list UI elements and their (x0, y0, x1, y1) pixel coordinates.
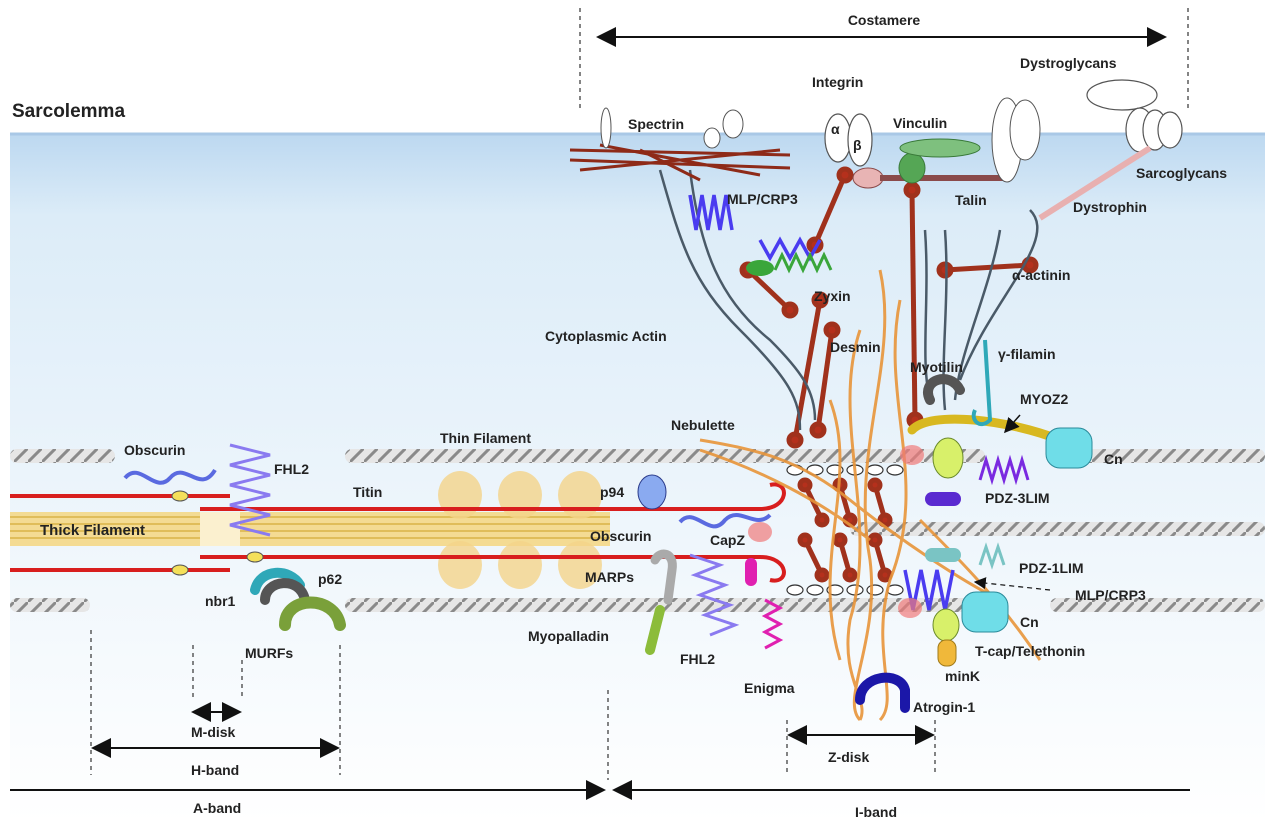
label-h-band: H-band (191, 762, 239, 778)
label-integrin: Integrin (812, 74, 863, 90)
label-fhl2-left: FHL2 (274, 461, 309, 477)
label-thick-filament: Thick Filament (40, 522, 145, 539)
pdz-green-blob (933, 438, 963, 478)
label-cn-bottom: Cn (1020, 614, 1039, 630)
label-mlp-crp3-bottom: MLP/CRP3 (1075, 587, 1146, 603)
label-alpha: α (831, 121, 840, 137)
label-myoz2: MYOZ2 (1020, 391, 1068, 407)
label-mlp-crp3-top: MLP/CRP3 (727, 191, 798, 207)
label-dystrophin: Dystrophin (1073, 199, 1147, 215)
label-titin: Titin (353, 484, 382, 500)
mink-blob (938, 640, 956, 666)
label-sarcoglycans: Sarcoglycans (1136, 165, 1227, 181)
label-a-band: A-band (193, 800, 241, 816)
label-myopalladin: Myopalladin (528, 628, 609, 644)
capz-blob (900, 445, 924, 465)
tcap-blob (933, 609, 959, 641)
label-dystroglycans: Dystroglycans (1020, 55, 1117, 71)
label-capz: CapZ (710, 532, 745, 548)
label-m-disk: M-disk (191, 724, 236, 740)
label-i-band: I-band (855, 804, 897, 820)
label-p94: p94 (600, 484, 624, 500)
label-costamere: Costamere (848, 12, 921, 28)
label-gamma-filamin: γ-filamin (998, 346, 1056, 362)
label-p62: p62 (318, 571, 342, 587)
label-obscurin-mid: Obscurin (590, 528, 651, 544)
capz-blob (748, 522, 772, 542)
capz-blob (898, 598, 922, 618)
cn-bottom-blob (962, 592, 1008, 632)
label-atrogin: Atrogin-1 (913, 699, 975, 715)
label-talin: Talin (955, 192, 987, 208)
label-desmin: Desmin (830, 339, 881, 355)
label-mink: minK (945, 668, 980, 684)
label-marps: MARPs (585, 569, 634, 585)
label-sarcolemma: Sarcolemma (12, 101, 125, 122)
m-line-node (172, 565, 188, 575)
spectrin-anchor (723, 110, 743, 138)
label-alpha-actinin: α-actinin (1012, 267, 1070, 283)
m-line-node (247, 552, 263, 562)
label-cn-top: Cn (1104, 451, 1123, 467)
label-spectrin: Spectrin (628, 116, 684, 132)
label-pdz-1lim: PDZ-1LIM (1019, 560, 1084, 576)
cn-top-blob (1046, 428, 1092, 468)
label-zyxin: Zyxin (814, 288, 851, 304)
label-nebulette: Nebulette (671, 417, 735, 433)
label-pdz-3lim: PDZ-3LIM (985, 490, 1050, 506)
spectrin-anchor (601, 108, 611, 148)
spectrin-anchor (704, 128, 720, 148)
label-cytoplasmic-actin: Cytoplasmic Actin (545, 328, 667, 344)
label-myotilin: Myotilin (910, 359, 963, 375)
label-enigma: Enigma (744, 680, 795, 696)
label-vinculin: Vinculin (893, 115, 947, 131)
label-thin-filament: Thin Filament (440, 430, 531, 446)
label-tcap: T-cap/Telethonin (975, 643, 1085, 659)
label-fhl2-mid: FHL2 (680, 651, 715, 667)
label-beta: β (853, 137, 862, 153)
m-line-node (172, 491, 188, 501)
label-z-disk: Z-disk (828, 749, 869, 765)
label-obscurin-left: Obscurin (124, 442, 185, 458)
p94-blob (638, 475, 666, 509)
label-nbr1: nbr1 (205, 593, 236, 609)
label-murfs: MURFs (245, 645, 293, 661)
